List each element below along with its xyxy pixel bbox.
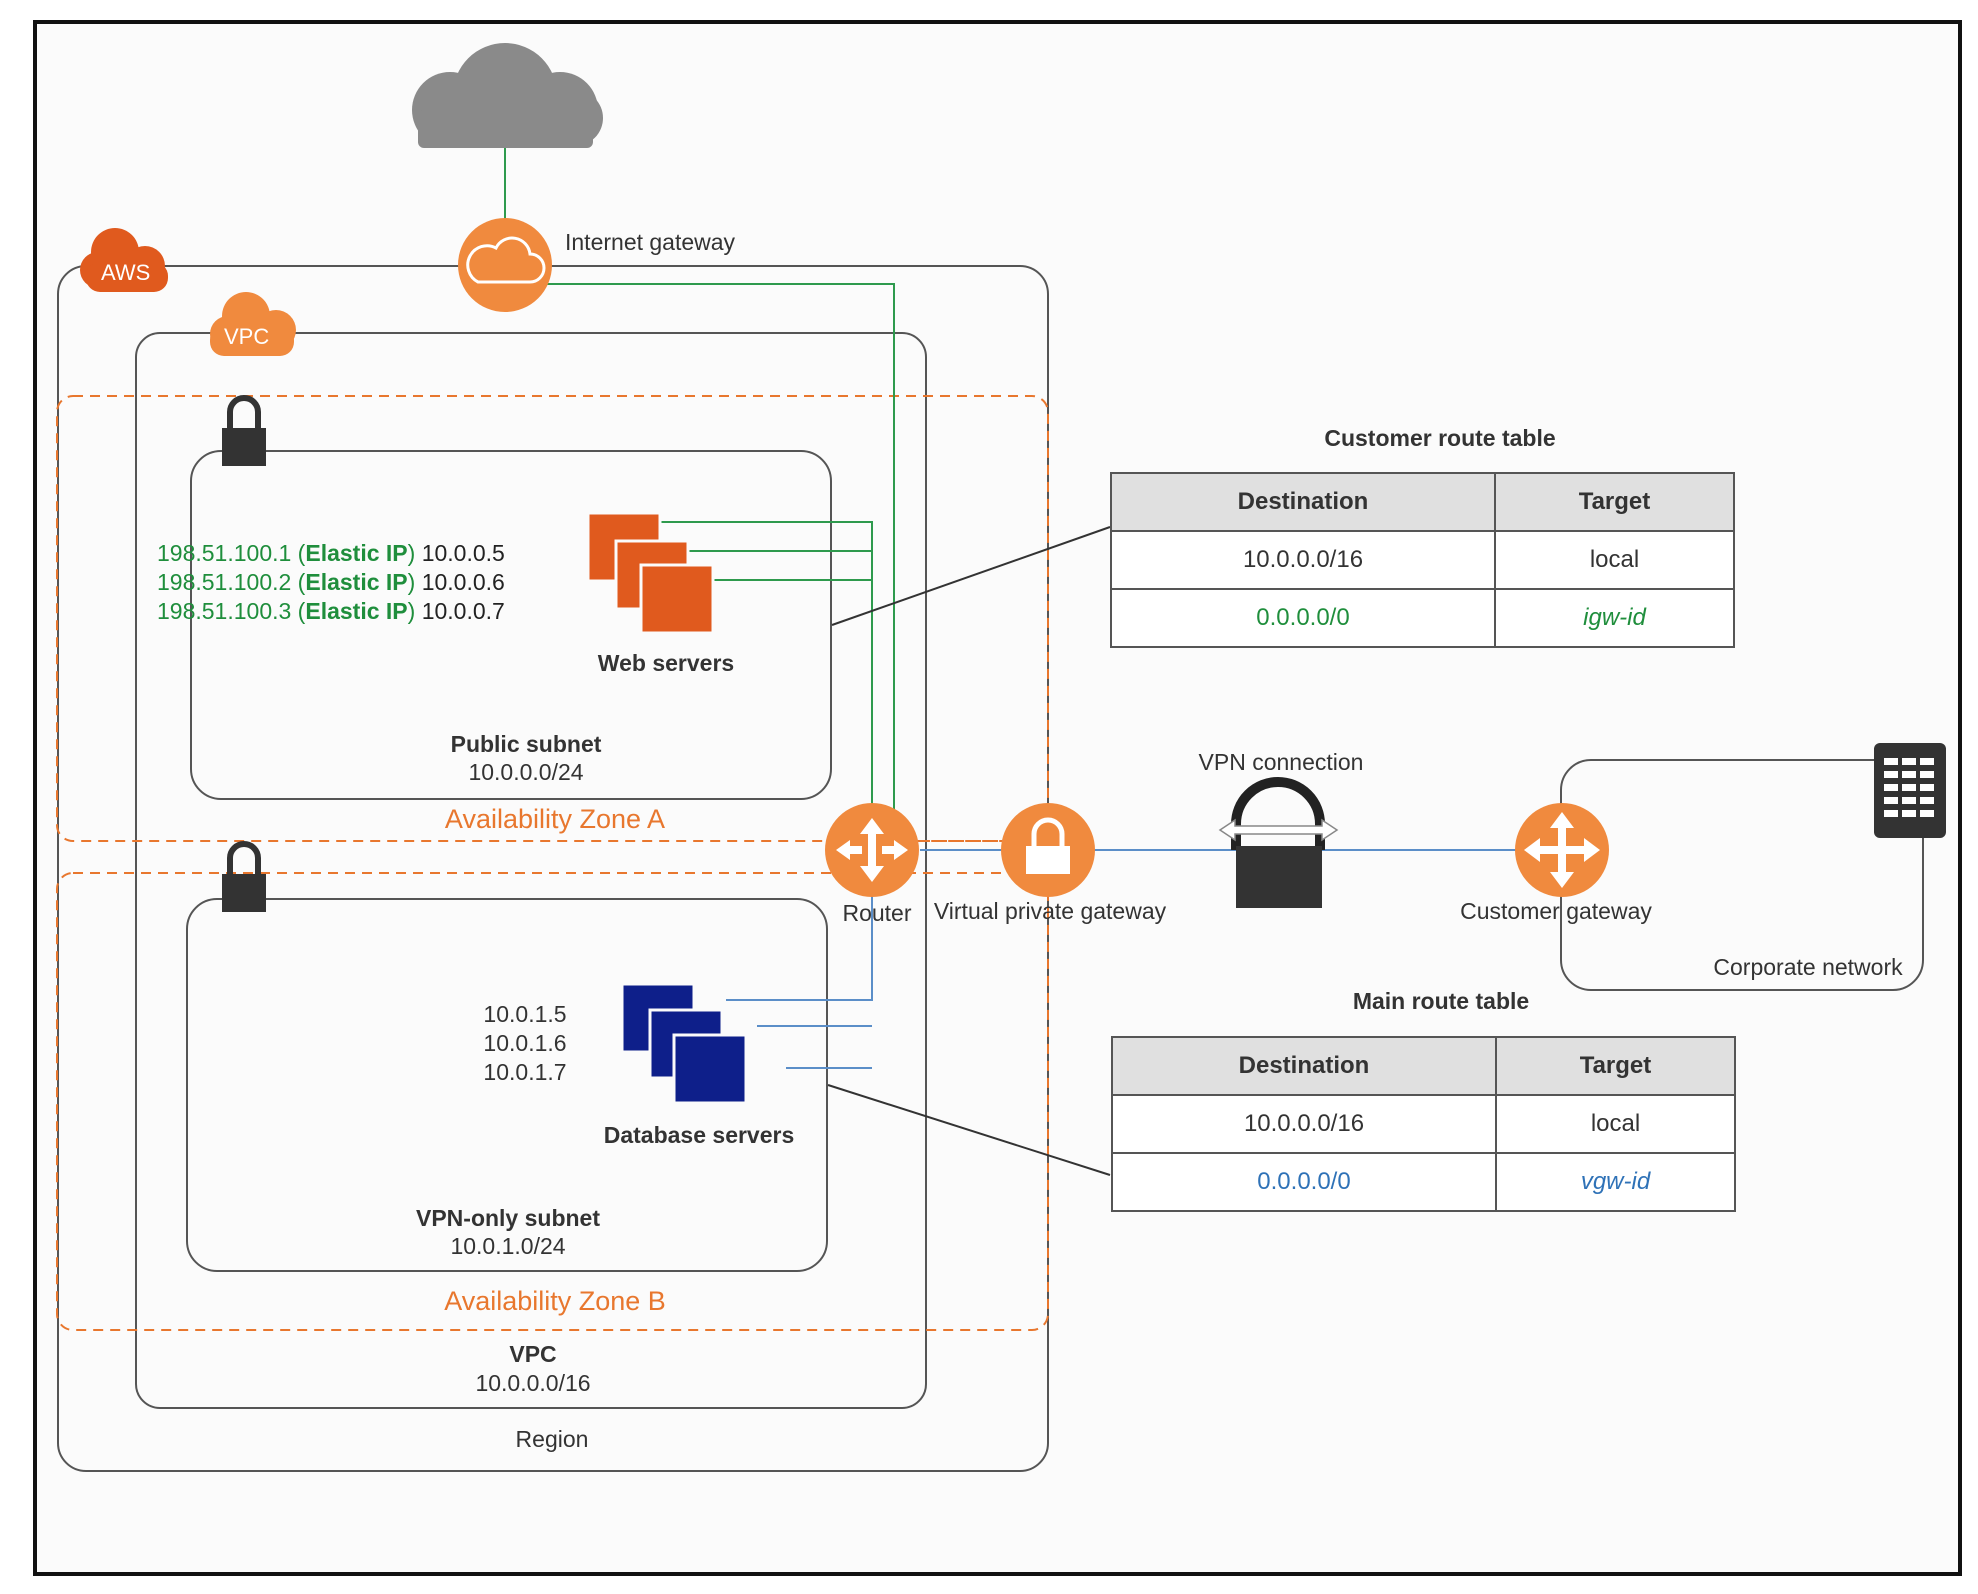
server-stack-icon <box>586 511 715 635</box>
vgw-label: Virtual private gateway <box>933 898 1167 924</box>
internet-gateway-icon <box>458 218 552 312</box>
public-subnet-box <box>190 450 832 800</box>
web-server-links <box>540 283 895 812</box>
column-header: Target <box>1494 472 1735 532</box>
server-stack-icon <box>620 982 748 1105</box>
az-a-box <box>56 395 1049 842</box>
vpc-label: VPC <box>509 1341 557 1367</box>
destination-cell: 0.0.0.0/0 <box>1110 588 1496 648</box>
router-label: Router <box>842 900 912 926</box>
vpc-badge-label: VPC <box>224 324 270 349</box>
cloud-icon <box>410 43 610 152</box>
database-servers-label: Database servers <box>603 1122 795 1148</box>
vpn-gateway-icon <box>1001 803 1095 897</box>
table-row: 10.0.0.0/16 local <box>1111 1094 1736 1154</box>
destination-cell: 10.0.0.0/16 <box>1110 530 1496 590</box>
web-servers-label: Web servers <box>597 650 735 676</box>
web-ip-row: 198.51.100.2 (Elastic IP) 10.0.0.6 <box>157 569 505 595</box>
aws-cloud-icon <box>80 228 168 292</box>
web-ip-row: 198.51.100.3 (Elastic IP) 10.0.0.7 <box>157 598 505 624</box>
vpc-box <box>135 332 927 1409</box>
lock-icon <box>222 841 266 912</box>
target-cell: vgw-id <box>1495 1152 1736 1212</box>
table-header-row: Destination Target <box>1110 472 1735 532</box>
lock-icon <box>222 395 266 466</box>
target-cell: igw-id <box>1494 588 1735 648</box>
table-row: 0.0.0.0/0 igw-id <box>1110 588 1735 648</box>
db-ip: 10.0.1.7 <box>483 1059 567 1085</box>
target-cell: local <box>1494 530 1735 590</box>
destination-cell: 10.0.0.0/16 <box>1111 1094 1497 1154</box>
column-header: Target <box>1495 1036 1736 1096</box>
main-route-table: Destination Target 10.0.0.0/16 local 0.0… <box>1111 1036 1736 1212</box>
vpc-cloud-icon <box>210 292 296 356</box>
az-b-label: Availability Zone B <box>444 1286 666 1316</box>
db-ip: 10.0.1.5 <box>483 1001 567 1027</box>
table-header-row: Destination Target <box>1111 1036 1736 1096</box>
corporate-datacenter-icon <box>1874 743 1946 838</box>
db-ip: 10.0.1.6 <box>483 1030 567 1056</box>
vpn-to-main-table <box>827 1084 1111 1176</box>
lock-icon <box>1218 777 1339 908</box>
destination-cell: 0.0.0.0/0 <box>1111 1152 1497 1212</box>
web-ip-row: 198.51.100.1 (Elastic IP) 10.0.0.5 <box>157 540 505 566</box>
internet-gateway-label: Internet gateway <box>565 229 736 255</box>
customer-route-table-title: Customer route table <box>1324 425 1556 451</box>
public-subnet-label: Public subnet <box>450 731 602 757</box>
customer-gateway-icon <box>1515 803 1609 897</box>
az-a-label: Availability Zone A <box>444 804 666 834</box>
public-to-customer-table <box>831 526 1111 626</box>
main-route-table-title: Main route table <box>1352 988 1530 1014</box>
vpn-subnet-cidr: 10.0.1.0/24 <box>450 1233 566 1259</box>
vpn-subnet-label: VPN-only subnet <box>415 1205 601 1231</box>
customer-route-table: Destination Target 10.0.0.0/16 local 0.0… <box>1110 472 1735 648</box>
az-b-box <box>56 872 1049 1331</box>
customer-gateway-label: Customer gateway <box>1460 898 1652 924</box>
table-row: 10.0.0.0/16 local <box>1110 530 1735 590</box>
column-header: Destination <box>1110 472 1496 532</box>
vpn-subnet-box <box>186 898 828 1272</box>
table-row: 0.0.0.0/0 vgw-id <box>1111 1152 1736 1212</box>
region-label: Region <box>515 1426 589 1452</box>
vpn-connection-label: VPN connection <box>1198 749 1364 775</box>
aws-label: AWS <box>101 260 151 285</box>
public-subnet-cidr: 10.0.0.0/24 <box>468 759 584 785</box>
target-cell: local <box>1495 1094 1736 1154</box>
corporate-network-label: Corporate network <box>1713 954 1903 980</box>
vpc-cidr: 10.0.0.0/16 <box>475 1370 591 1396</box>
column-header: Destination <box>1111 1036 1497 1096</box>
router-icon <box>825 803 919 897</box>
